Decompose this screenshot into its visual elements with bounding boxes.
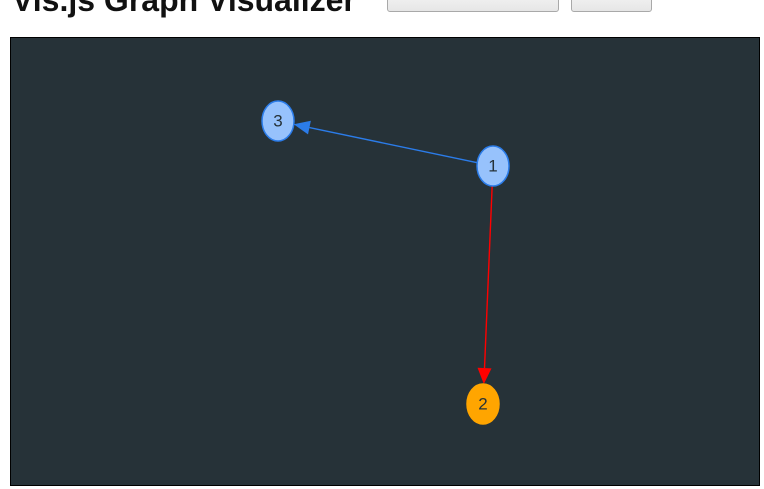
- toolbar-button-2[interactable]: [571, 0, 652, 12]
- node-shape-3[interactable]: [261, 100, 295, 142]
- edge-arrowhead-1-2: [477, 367, 492, 385]
- node-label-3: 3: [273, 112, 282, 131]
- node-label-2: 2: [478, 395, 487, 414]
- graph-node-1[interactable]: 1: [476, 145, 510, 187]
- edge-arrowhead-1-3: [293, 120, 311, 135]
- node-shape-1[interactable]: [476, 145, 510, 187]
- edge-1-3[interactable]: [309, 126, 478, 164]
- graph-canvas[interactable]: 1 2 3: [10, 37, 760, 486]
- graph-node-3[interactable]: 3: [261, 100, 295, 142]
- toolbar-button-1[interactable]: [387, 0, 559, 12]
- graph-node-2[interactable]: 2: [466, 383, 500, 425]
- edge-1-2[interactable]: [483, 185, 493, 369]
- graph-svg[interactable]: 1 2 3: [11, 38, 759, 485]
- page-title: Vis.js Graph Visualizer: [12, 0, 356, 18]
- node-shape-2[interactable]: [466, 383, 500, 425]
- header: Vis.js Graph Visualizer: [0, 0, 764, 30]
- node-label-1: 1: [488, 157, 497, 176]
